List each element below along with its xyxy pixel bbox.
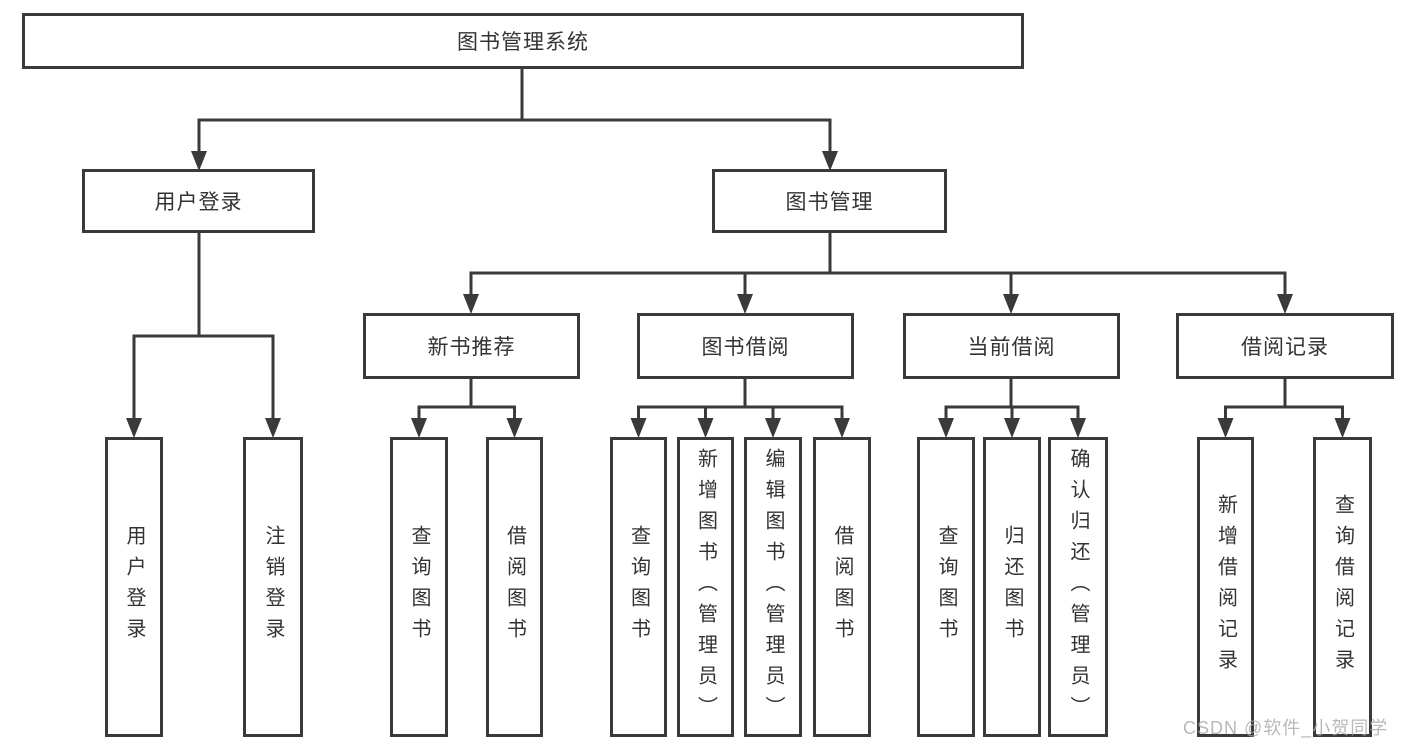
leaf-query-books-2-label: 查询图书: [627, 525, 650, 649]
leaf-confirm-return-admin-label: 确认归还（管理员）: [1067, 447, 1089, 727]
leaf-add-borrow-record-label: 新增借阅记录: [1214, 494, 1237, 680]
leaf-edit-books-admin-label: 编辑图书（管理员）: [762, 447, 784, 727]
leaf-query-books-3: 查询图书: [917, 437, 975, 737]
node-new-book-recommend: 新书推荐: [363, 313, 580, 379]
node-book-management: 图书管理: [712, 169, 947, 233]
node-borrowing-records: 借阅记录: [1176, 313, 1394, 379]
leaf-logout: 注销登录: [243, 437, 303, 737]
leaf-query-books-2: 查询图书: [610, 437, 667, 737]
leaf-query-books-1-label: 查询图书: [408, 525, 430, 649]
node-book-borrowing-label: 图书借阅: [701, 336, 790, 359]
leaf-query-borrow-record-label: 查询借阅记录: [1331, 494, 1354, 680]
node-new-book-recommend-label: 新书推荐: [427, 336, 516, 359]
leaf-add-books-admin: 新增图书（管理员）: [677, 437, 734, 737]
node-current-borrowing: 当前借阅: [903, 313, 1120, 379]
leaf-borrow-books-2: 借阅图书: [813, 437, 871, 737]
node-borrowing-records-label: 借阅记录: [1241, 336, 1329, 359]
leaf-return-books-label: 归还图书: [1001, 525, 1023, 649]
leaf-confirm-return-admin: 确认归还（管理员）: [1048, 437, 1108, 737]
leaf-borrow-books-1: 借阅图书: [486, 437, 543, 737]
node-user-login-label: 用户登录: [154, 191, 243, 214]
leaf-borrow-books-1-label: 借阅图书: [503, 525, 526, 649]
leaf-query-books-3-label: 查询图书: [935, 525, 957, 649]
leaf-logout-label: 注销登录: [262, 525, 284, 649]
leaf-return-books: 归还图书: [983, 437, 1041, 737]
node-user-login: 用户登录: [82, 169, 315, 233]
leaf-add-borrow-record: 新增借阅记录: [1197, 437, 1254, 737]
node-root-label: 图书管理系统: [457, 31, 589, 54]
node-book-borrowing: 图书借阅: [637, 313, 854, 379]
node-book-management-label: 图书管理: [785, 191, 874, 214]
leaf-query-borrow-record: 查询借阅记录: [1313, 437, 1372, 737]
node-root: 图书管理系统: [22, 13, 1024, 69]
csdn-watermark: CSDN @软件_小贺同学: [1183, 718, 1389, 738]
leaf-user-login-label: 用户登录: [123, 525, 145, 649]
leaf-add-books-admin-label: 新增图书（管理员）: [694, 447, 717, 727]
leaf-query-books-1: 查询图书: [390, 437, 448, 737]
leaf-borrow-books-2-label: 借阅图书: [831, 525, 853, 649]
leaf-user-login: 用户登录: [105, 437, 163, 737]
node-current-borrowing-label: 当前借阅: [967, 336, 1056, 359]
leaf-edit-books-admin: 编辑图书（管理员）: [744, 437, 802, 737]
